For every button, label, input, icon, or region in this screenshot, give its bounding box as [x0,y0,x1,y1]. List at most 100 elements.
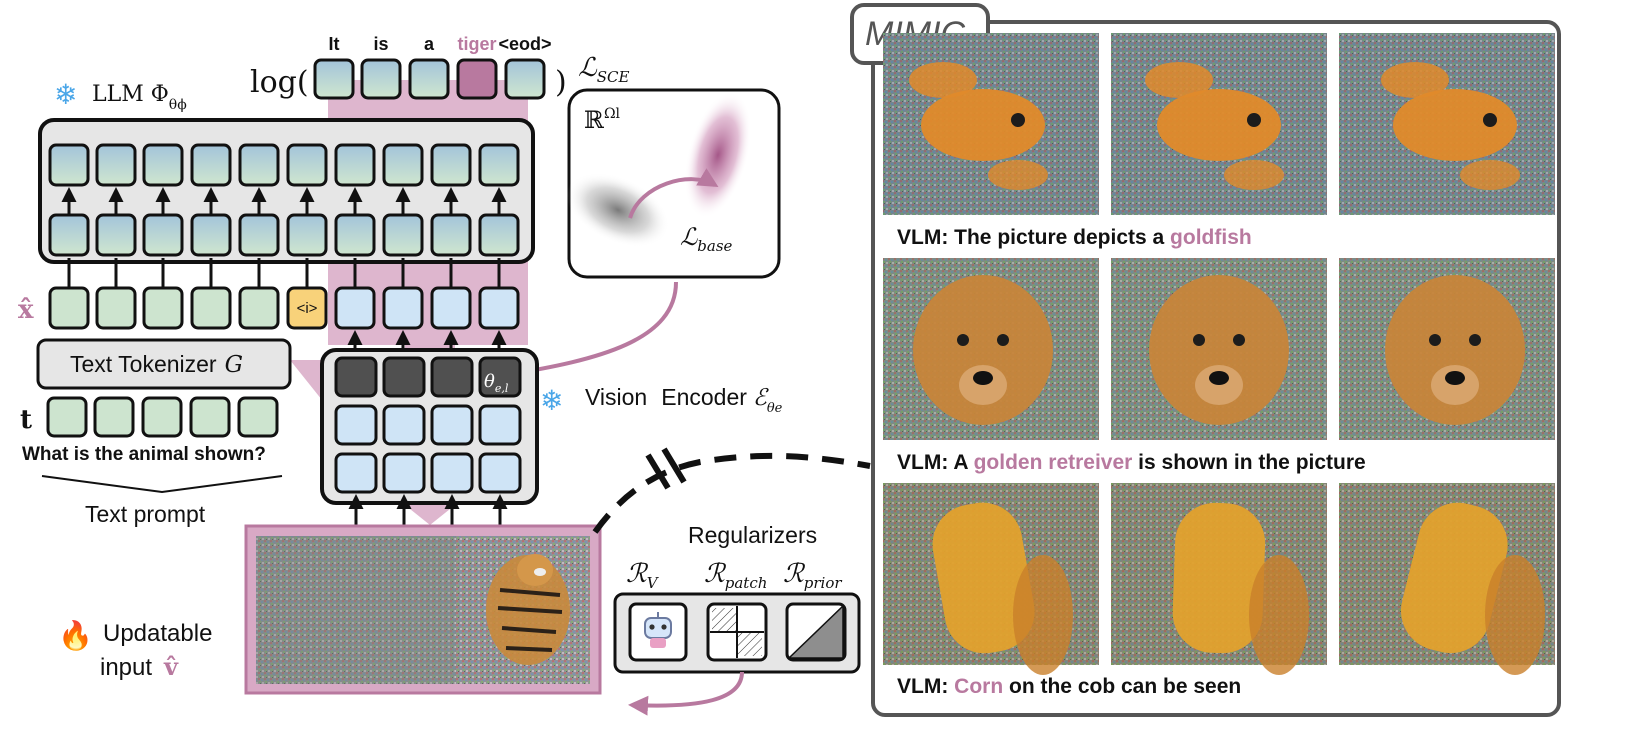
llm-layer-grid [48,143,520,290]
llm-tile [430,143,472,187]
encoder-tile-dark [430,356,474,398]
llm-tile [382,213,424,257]
regularizer-to-input-curve [628,671,744,716]
mimic-image [1111,258,1327,440]
text-token-tile [46,396,88,438]
tiger-image-region [455,536,590,684]
mimic-image [1111,33,1327,215]
text-token-row [46,396,279,438]
input-token-tile [95,286,137,330]
embedding-space-superscript: Ωl [604,106,621,122]
output-token-row: It is a tiger<eod> [313,34,552,100]
llm-tile [286,143,328,187]
llm-subscript: θϕ [169,97,187,113]
base-loss-subscript: base [697,237,732,255]
encoder-param-subscript: e,l [495,382,509,395]
mimic-image [1339,258,1555,440]
llm-tile [430,213,472,257]
llm-tile [142,213,184,257]
output-token-tile [504,58,546,100]
encoder-tile [430,404,474,446]
encoder-symbol: ℰ [753,385,769,411]
prompt-brace [41,475,283,494]
mimic-caption: VLM: The picture depicts a goldfish [897,226,1252,249]
connector-cut-mark-2 [661,447,687,484]
encoder-tile-dark [334,356,378,398]
encoder-tile [430,452,474,494]
mimic-image [883,483,1099,675]
llm-tile [238,143,280,187]
text-token-tile [141,396,183,438]
regularizers-title: Regularizers [688,522,817,548]
output-token-label: <eod> [498,34,551,54]
mimic-image [883,33,1099,215]
mimic-image-grid [883,33,1555,675]
mimic-caption: VLM: Corn on the cob can be seen [897,675,1241,698]
base-distribution-blob [566,172,670,248]
regularizer-symbol: ℛV [626,559,660,592]
input-token-tile [142,286,184,330]
llm-tile [334,143,376,187]
encoder-tile [382,452,426,494]
base-loss-label: ℒbase [680,223,733,255]
mimic-image [883,258,1099,440]
output-token-tile [313,58,355,100]
encoder-tile-dark [478,356,522,398]
llm-label: LLM Φθϕ [92,82,187,113]
robot-icon [644,612,672,648]
input-token-tile [430,286,472,330]
llm-tile [334,213,376,257]
log-suffix: ) [555,65,567,100]
vision-encoder-grid [334,356,522,494]
connector-cut-mark-1 [645,453,671,490]
llm-tile [48,213,90,257]
input-token-tile [48,286,90,330]
encoder-tile [382,404,426,446]
output-token-tile [360,58,402,100]
updatable-line1: Updatable [103,620,212,647]
tokenizer-symbol: G [225,352,243,378]
llm-tile [190,213,232,257]
prompt-caption: Text prompt [85,501,206,527]
distribution-shift-arrow [628,168,719,219]
mimic-caption-list: VLM: The picture depicts a goldfishVLM: … [897,226,1366,698]
input-token-tile [334,286,376,330]
text-tokenizer-box [36,338,292,390]
mimic-image [1111,483,1327,675]
sce-loss-label: ℒSCE [578,53,629,86]
input-token-tile [478,286,520,330]
text-token-tile [237,396,279,438]
encoder-tile [478,452,522,494]
llm-tile [95,213,137,257]
llm-tile [190,143,232,187]
patch-icon [710,606,764,658]
x-hat-label: x̂ [18,295,34,325]
encoder-tile [334,452,378,494]
mimic-image [1339,483,1555,675]
input-token-tile [286,286,328,330]
output-token-label: It [329,34,340,54]
mimic-dashed-connector [592,452,871,534]
output-token-label: tiger [457,34,496,54]
snowflake-icon: ❄ [540,385,563,416]
input-token-tile [382,286,424,330]
mimic-image [1339,33,1555,215]
input-token-tile [190,286,232,330]
output-token-tile [456,58,498,100]
output-token-label: is [373,34,388,54]
encoder-tile [334,404,378,446]
sce-loss-subscript: SCE [597,68,630,86]
text-token-tile [93,396,135,438]
encoder-param-label: θe,l [484,371,509,395]
llm-tile [286,213,328,257]
llm-tile [478,213,520,257]
output-token-label: a [424,34,435,54]
log-prefix: log( [250,65,309,100]
encoder-tile [478,404,522,446]
regularizer-symbol: ℛprior [783,559,842,592]
mimic-caption: VLM: A golden retreiver is shown in the … [897,451,1366,474]
